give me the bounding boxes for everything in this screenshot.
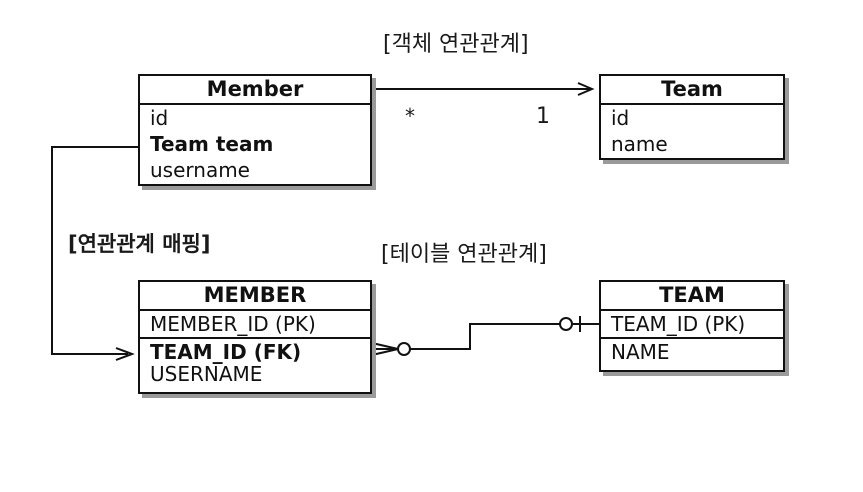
member-table-box: MEMBER MEMBER_ID (PK) TEAM_ID (FK) USERN… [138,280,372,394]
table-relation-title: [테이블 연관관계] [381,242,547,267]
member-field-username: username [150,158,250,182]
team-class-title: Team [601,76,783,105]
member-class-title: Member [140,76,370,105]
member-column-pk: MEMBER_ID (PK) [150,312,316,336]
team-class-box: Team id name [599,74,785,160]
team-table-divider [601,337,783,339]
member-column-username: USERNAME [150,362,263,386]
multiplicity-one: 1 [536,104,550,129]
member-field-id: id [150,106,169,130]
member-table-divider [140,337,370,339]
team-table-box: TEAM TEAM_ID (PK) NAME [599,280,785,372]
team-column-name: NAME [611,340,670,364]
member-field-team: Team team [150,132,274,156]
mapping-line [51,146,138,355]
association-arrowhead [577,82,595,96]
member-table-title: MEMBER [140,282,370,311]
member-class-box: Member id Team team username [138,74,372,186]
member-column-fk: TEAM_ID (FK) [150,340,302,364]
relation-line [410,323,560,350]
team-column-pk: TEAM_ID (PK) [611,312,746,336]
optional-circle-many [397,342,411,356]
team-table-title: TEAM [601,282,783,311]
relation-mapping-title: [연관관계 매핑] [68,232,211,256]
object-relation-title: [객체 연관관계] [383,32,529,57]
team-field-id: id [611,106,630,130]
team-field-name: name [611,132,668,156]
mapping-arrowhead [115,347,135,361]
optional-circle-one [559,317,573,331]
multiplicity-many: * [405,104,415,128]
